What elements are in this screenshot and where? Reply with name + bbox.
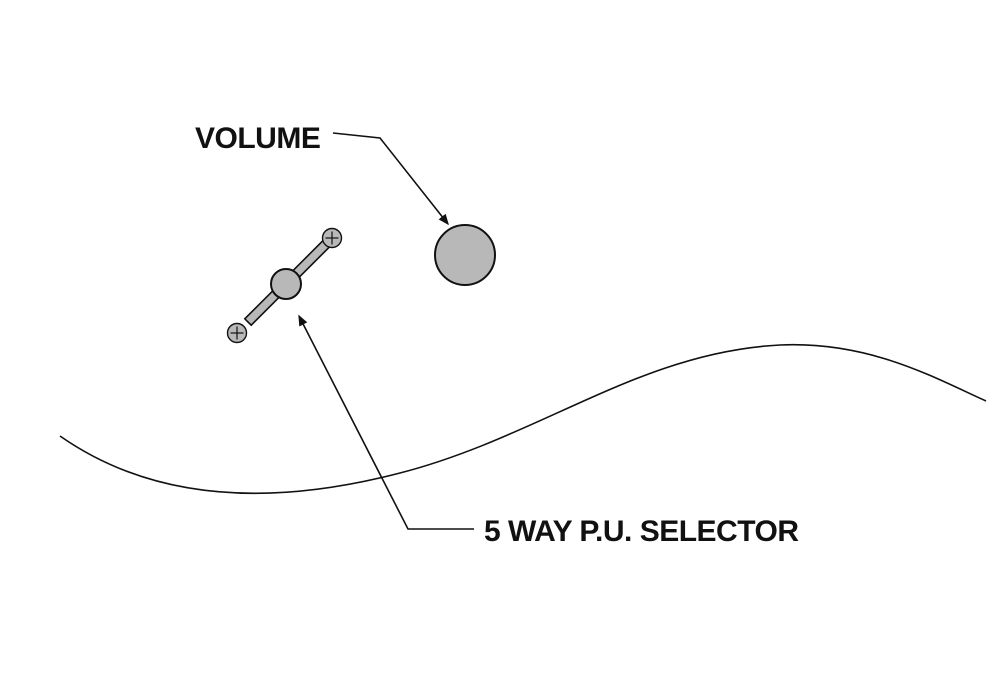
selector-label: 5 WAY P.U. SELECTOR: [484, 515, 799, 548]
screw-icon: [321, 227, 343, 249]
selector-leader-arrow: [298, 314, 474, 530]
guitar-body-edge-curve: [59, 343, 987, 495]
screw-icon: [226, 322, 248, 344]
volume-label: VOLUME: [195, 122, 320, 155]
volume-knob: [434, 224, 496, 286]
volume-leader-arrow: [332, 132, 449, 226]
selector-pivot: [270, 268, 302, 300]
